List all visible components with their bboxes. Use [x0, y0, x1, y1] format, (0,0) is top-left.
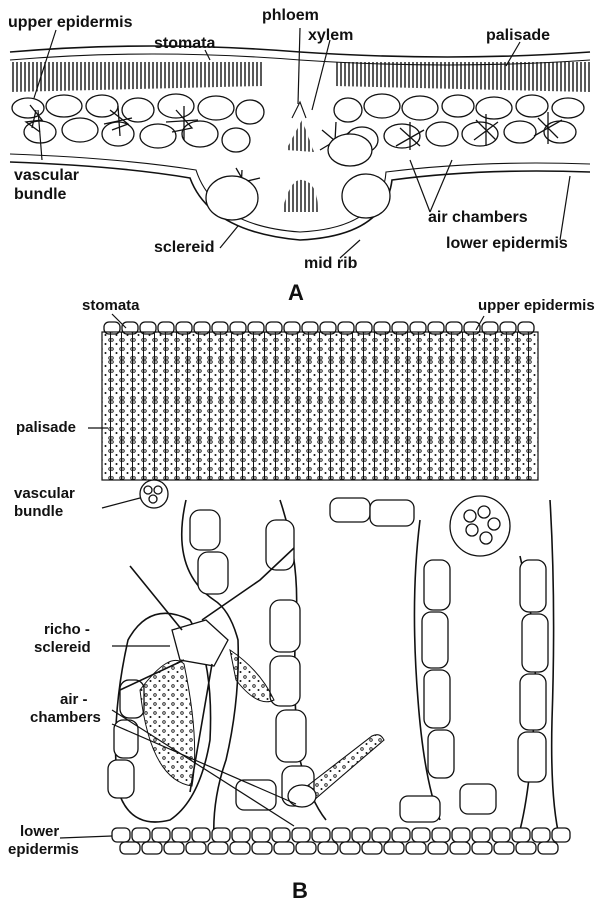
panel-a-mesophyll-left	[12, 94, 264, 152]
lower-epidermis-cell	[392, 828, 410, 842]
label-b-sclereid: sclereid	[34, 639, 91, 656]
lower-epidermis-cell	[296, 842, 316, 854]
lower-epidermis-cell	[272, 828, 290, 842]
panel-b-palisade-block	[102, 332, 538, 480]
label-a-mid-rib: mid rib	[304, 255, 358, 272]
label-b-palisade: palisade	[16, 419, 76, 436]
panel-b-spongy-far-right	[550, 500, 560, 840]
panel-a-palisade-left	[10, 62, 262, 92]
label-b-air: air -	[60, 691, 88, 708]
lower-epidermis-cell	[230, 842, 250, 854]
lower-epidermis-cell	[362, 842, 382, 854]
label-b-lower: lower	[20, 823, 59, 840]
label-a-stomata: stomata	[154, 35, 215, 52]
lower-epidermis-cell	[312, 828, 330, 842]
lower-epidermis-cell	[208, 842, 228, 854]
label-a-sclereid: sclereid	[154, 239, 214, 256]
lower-epidermis-cell	[192, 828, 210, 842]
panel-a-palisade-right	[335, 62, 590, 92]
panel-b-vascular-bundle-left	[140, 480, 168, 508]
lower-epidermis-cell	[172, 828, 190, 842]
label-a-air-chambers: air chambers	[428, 209, 528, 226]
label-b-richo: richo -	[44, 621, 90, 638]
lower-epidermis-cell	[132, 828, 150, 842]
lower-epidermis-cell	[412, 828, 430, 842]
label-b-bundle: bundle	[14, 503, 63, 520]
label-b-epidermis: epidermis	[8, 841, 79, 858]
label-b-stomata: stomata	[82, 297, 140, 314]
lower-epidermis-cell	[492, 828, 510, 842]
lower-epidermis-cell	[164, 842, 184, 854]
label-a-phloem: phloem	[262, 7, 319, 24]
label-a-lower-epidermis: lower epidermis	[446, 235, 568, 252]
panel-a-diagram: upper epidermis stomata phloem xylem pal…	[8, 7, 590, 305]
panel-b-diagram: stomata upper epidermis palisade vascula…	[8, 297, 595, 903]
label-a-vascular: vascular	[14, 167, 79, 184]
lower-epidermis-cell	[472, 828, 490, 842]
lower-epidermis-cell	[406, 842, 426, 854]
lower-epidermis-cell	[552, 828, 570, 842]
lower-epidermis-cell	[512, 828, 530, 842]
panel-a-xylem-cluster	[286, 120, 314, 152]
lower-epidermis-cell	[120, 842, 140, 854]
label-a-xylem: xylem	[308, 27, 353, 44]
lower-epidermis-cell	[472, 842, 492, 854]
lower-epidermis-cell	[452, 828, 470, 842]
panel-b-lower-epidermis-cells	[112, 828, 570, 854]
lower-epidermis-cell	[274, 842, 294, 854]
panel-b-letter: B	[292, 878, 308, 903]
lower-epidermis-cell	[432, 828, 450, 842]
panel-a-letter: A	[288, 280, 304, 305]
lower-epidermis-cell	[232, 828, 250, 842]
lower-epidermis-cell	[340, 842, 360, 854]
lower-epidermis-cell	[112, 828, 130, 842]
lower-epidermis-cell	[372, 828, 390, 842]
lower-epidermis-cell	[252, 828, 270, 842]
lower-epidermis-cell	[292, 828, 310, 842]
lower-epidermis-cell	[212, 828, 230, 842]
lower-epidermis-cell	[384, 842, 404, 854]
lower-epidermis-cell	[332, 828, 350, 842]
label-a-upper-epidermis: upper epidermis	[8, 14, 133, 31]
lower-epidermis-cell	[538, 842, 558, 854]
lower-epidermis-cell	[318, 842, 338, 854]
label-a-palisade: palisade	[486, 27, 550, 44]
lower-epidermis-cell	[352, 828, 370, 842]
lower-epidermis-cell	[186, 842, 206, 854]
lower-epidermis-cell	[516, 842, 536, 854]
lower-epidermis-cell	[252, 842, 272, 854]
panel-b-vascular-bundle-right	[450, 496, 510, 556]
panel-a-phloem-cluster	[282, 180, 318, 212]
panel-a-phloem-tip	[292, 102, 306, 118]
panel-a-mesophyll-right	[334, 94, 584, 153]
label-b-vascular: vascular	[14, 485, 75, 502]
lower-epidermis-cell	[494, 842, 514, 854]
lower-epidermis-cell	[142, 842, 162, 854]
lower-epidermis-cell	[152, 828, 170, 842]
lower-epidermis-cell	[450, 842, 470, 854]
lower-epidermis-cell	[428, 842, 448, 854]
label-b-chambers: chambers	[30, 709, 101, 726]
lower-epidermis-cell	[532, 828, 550, 842]
label-a-bundle: bundle	[14, 186, 67, 203]
label-b-upper-epidermis: upper epidermis	[478, 297, 595, 314]
